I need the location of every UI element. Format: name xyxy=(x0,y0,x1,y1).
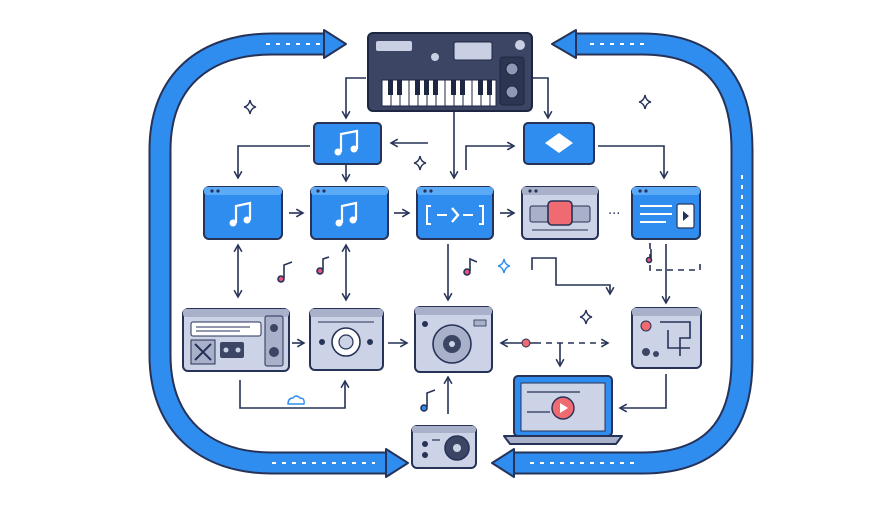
playlist-card[interactable] xyxy=(631,186,701,240)
tape-recorder[interactable] xyxy=(182,308,290,372)
mixer-panel[interactable] xyxy=(521,186,599,240)
music-note-icon xyxy=(277,249,653,412)
music-card-1[interactable] xyxy=(203,186,283,240)
turntable-device[interactable] xyxy=(414,306,493,373)
sparkle-icon xyxy=(638,94,652,110)
laptop-player[interactable] xyxy=(503,375,623,445)
loop-arrow-right xyxy=(491,29,754,478)
ornaments xyxy=(243,94,652,325)
connectors xyxy=(233,77,671,414)
music-note-card-top[interactable] xyxy=(313,122,382,165)
diamond-card-top[interactable] xyxy=(523,122,595,165)
map-device[interactable] xyxy=(631,307,702,369)
loop-arrow-left xyxy=(148,29,409,478)
loop-arrows xyxy=(148,29,754,478)
transition-card[interactable] xyxy=(416,186,494,240)
sparkle-icon xyxy=(413,155,427,171)
small-speaker-device[interactable] xyxy=(411,425,477,469)
signal-dot xyxy=(521,338,531,348)
ellipsis-icon: ··· xyxy=(608,207,620,222)
synth-keyboard[interactable] xyxy=(367,32,533,112)
sparkle-icon xyxy=(497,258,511,274)
speaker-device-1[interactable] xyxy=(309,308,384,371)
dashed-connectors xyxy=(535,243,701,348)
sparkle-icon xyxy=(243,99,257,115)
cloud-icon xyxy=(287,395,305,405)
music-card-2[interactable] xyxy=(310,186,389,240)
sparkle-icon xyxy=(579,309,593,325)
